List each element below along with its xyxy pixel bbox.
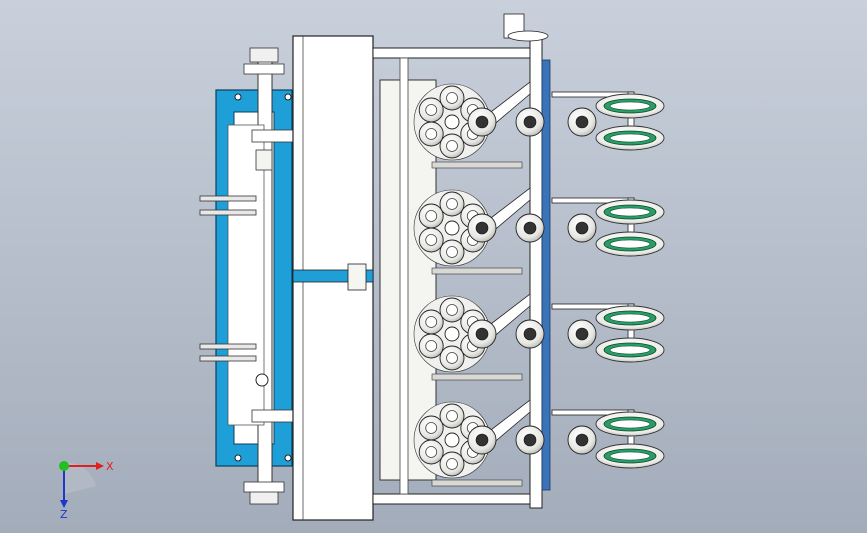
roller-hub bbox=[425, 316, 438, 328]
z-axis-label: Z bbox=[60, 508, 68, 520]
cluster-center bbox=[444, 114, 460, 130]
triad-origin bbox=[59, 461, 69, 471]
row-unit bbox=[413, 293, 665, 381]
main-frame-plate bbox=[292, 35, 374, 521]
press-roller-hub bbox=[575, 327, 589, 341]
roller-hub bbox=[446, 246, 458, 258]
roller-hub bbox=[425, 128, 438, 140]
gauge-wheel-hub bbox=[609, 239, 651, 249]
press-roller-hub bbox=[523, 115, 537, 129]
press-roller-hub bbox=[575, 115, 589, 129]
drive-chain bbox=[431, 267, 523, 275]
cluster-center bbox=[444, 220, 460, 236]
row-unit bbox=[413, 81, 665, 169]
gauge-wheel-hub bbox=[609, 419, 651, 429]
press-roller-hub bbox=[475, 221, 489, 235]
press-roller-hub bbox=[523, 327, 537, 341]
hitch-frame bbox=[199, 47, 295, 505]
drive-chain bbox=[431, 161, 523, 169]
gauge-wheel-hub bbox=[609, 313, 651, 323]
press-roller-hub bbox=[475, 115, 489, 129]
roller-hub bbox=[446, 352, 458, 364]
roller-hub bbox=[425, 422, 438, 434]
drive-chain-strip bbox=[541, 59, 551, 491]
roller-hub bbox=[425, 210, 438, 222]
z-axis-arrow bbox=[60, 500, 68, 508]
press-roller-hub bbox=[523, 221, 537, 235]
press-roller-hub bbox=[475, 327, 489, 341]
roller-hub bbox=[446, 458, 458, 470]
roller-hub bbox=[425, 340, 438, 352]
press-roller-hub bbox=[575, 221, 589, 235]
orientation-triad: X Z bbox=[59, 460, 114, 520]
gauge-wheel-hub bbox=[609, 101, 651, 111]
press-roller-hub bbox=[523, 433, 537, 447]
row-unit bbox=[413, 399, 665, 487]
row-units-group bbox=[413, 81, 665, 487]
x-axis-arrow bbox=[96, 462, 104, 470]
roller-hub bbox=[425, 104, 438, 116]
gauge-wheel-hub bbox=[609, 451, 651, 461]
cluster-center bbox=[444, 432, 460, 448]
gauge-wheel-hub bbox=[609, 207, 651, 217]
cluster-center bbox=[444, 326, 460, 342]
press-roller-hub bbox=[475, 433, 489, 447]
roller-hub bbox=[446, 92, 458, 104]
press-roller-hub bbox=[575, 433, 589, 447]
roller-hub bbox=[446, 198, 458, 210]
gauge-wheel-hub bbox=[609, 345, 651, 355]
drive-chain bbox=[431, 373, 523, 381]
drive-chain bbox=[431, 479, 523, 487]
roller-hub bbox=[425, 446, 438, 458]
roller-hub bbox=[446, 410, 458, 422]
roller-hub bbox=[446, 304, 458, 316]
x-axis-label: X bbox=[106, 460, 114, 473]
row-unit bbox=[413, 187, 665, 275]
roller-hub bbox=[425, 234, 438, 246]
gauge-wheel-hub bbox=[609, 133, 651, 143]
roller-hub bbox=[446, 140, 458, 152]
